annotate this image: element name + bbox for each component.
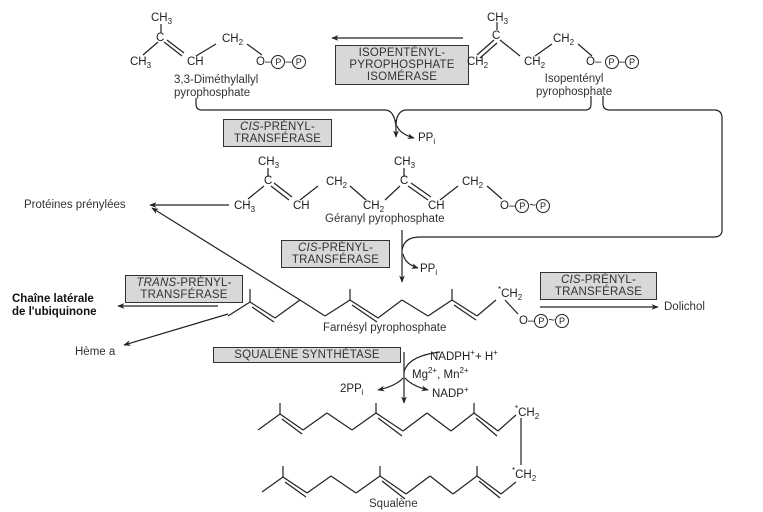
dmapp-ch2: CH2 bbox=[222, 33, 244, 47]
phosphate-icon: P bbox=[536, 199, 551, 213]
phosphate-icon: P bbox=[291, 55, 306, 69]
fpp-bonds bbox=[227, 289, 519, 323]
enzyme-trans-prenyltransferase: TRANS-PRÉNYL-TRANSFÉRASE bbox=[125, 275, 243, 303]
phosphate-icon: P bbox=[555, 314, 570, 328]
gpp-ch2-c: CH2 bbox=[462, 176, 484, 190]
phosphate-icon: P bbox=[271, 55, 286, 69]
gpp-ch3-c: CH3 bbox=[394, 156, 416, 170]
phosphate-icon: P bbox=[515, 199, 530, 213]
gpp-c-b: C bbox=[400, 175, 409, 187]
gpp-ch2-a: CH2 bbox=[326, 176, 348, 190]
enzyme-squalene-synthetase: SQUALÈNE SYNTHÉTASE bbox=[213, 347, 401, 363]
squalene-top-bonds bbox=[257, 403, 522, 465]
ipp-bonds bbox=[476, 22, 593, 59]
byproduct-2ppi: 2PPi bbox=[340, 383, 364, 397]
dmapp-phosphate-chain: O–P–P bbox=[256, 55, 306, 69]
byproduct-nadp: NADP+ bbox=[432, 385, 469, 400]
squalene-ch2-top: *CH2 bbox=[515, 404, 540, 421]
dmapp-ch3-top: CH3 bbox=[151, 12, 173, 26]
ppi-byproduct-2: PPi bbox=[420, 263, 438, 277]
ipp-ch2-left: CH2 bbox=[467, 56, 489, 70]
gpp-c-a: C bbox=[264, 175, 273, 187]
ipp-ch3-top: CH3 bbox=[487, 12, 509, 26]
dmapp-ch: CH bbox=[187, 56, 204, 68]
gpp-ch2-b: CH2 bbox=[363, 200, 385, 214]
ipp-ch2-mid: CH2 bbox=[524, 56, 546, 70]
gpp-ch3-a: CH3 bbox=[258, 156, 280, 170]
ipp-phosphate-chain: O– P–P bbox=[586, 55, 639, 69]
enzyme-cis-prenyltransferase-1: CIS-PRÉNYL-TRANSFÉRASE bbox=[223, 119, 332, 147]
ipp-ch2: CH2 bbox=[553, 33, 575, 47]
dmapp-ch3-left: CH3 bbox=[130, 56, 152, 70]
enzyme-cis-prenyltransferase-2: CIS-PRÉNYL-TRANSFÉRASE bbox=[281, 240, 390, 268]
fpp-name: Farnésyl pyrophosphate bbox=[323, 322, 447, 334]
ppi-byproduct-1: PPi bbox=[418, 132, 436, 146]
gpp-ch3-b: CH3 bbox=[234, 200, 256, 214]
squalene-bottom-bonds bbox=[261, 466, 517, 500]
enzyme-cis-prenyltransferase-3: CIS-PRÉNYL-TRANSFÉRASE bbox=[540, 272, 657, 300]
gpp-ch-b: CH bbox=[428, 200, 445, 212]
product-dolichol: Dolichol bbox=[664, 301, 705, 313]
squalene-ch2-bottom: *CH2 bbox=[512, 466, 537, 483]
fpp-ch2: *CH2 bbox=[498, 285, 523, 302]
phosphate-icon: P bbox=[604, 55, 619, 69]
product-proteines-prenylees: Protéines prénylées bbox=[24, 199, 126, 211]
fpp-phosphate-chain: O–P~P bbox=[519, 314, 570, 328]
phosphate-icon: P bbox=[534, 314, 549, 328]
squalene-name: Squalène bbox=[369, 498, 418, 510]
cofactor-nadph: NADPH++ H+ bbox=[430, 348, 498, 363]
cofactor-metals: Mg2+, Mn2+ bbox=[412, 366, 469, 381]
gpp-phosphate-chain: O–P~P bbox=[500, 199, 551, 213]
gpp-bonds bbox=[247, 168, 503, 201]
product-heme-a: Hème a bbox=[75, 346, 116, 358]
phosphate-icon: P bbox=[624, 55, 639, 69]
dmapp-c: C bbox=[156, 32, 165, 44]
dmapp-bonds bbox=[142, 24, 263, 57]
ipp-c: C bbox=[492, 30, 501, 42]
gpp-ch-a: CH bbox=[293, 200, 310, 212]
gpp-name: Géranyl pyrophosphate bbox=[325, 213, 445, 225]
